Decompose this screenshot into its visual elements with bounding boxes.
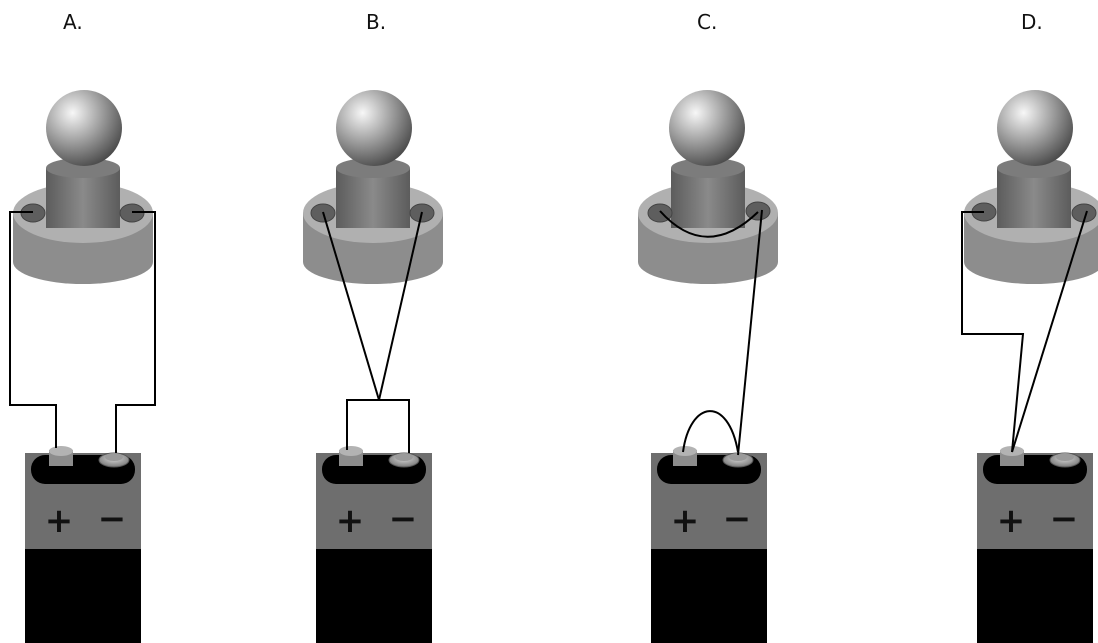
option-b: + − — [303, 90, 443, 643]
plus-sign: + — [997, 501, 1026, 541]
wire-d-right — [1011, 210, 1088, 453]
positive-terminal-cap — [673, 446, 697, 456]
option-c: + − — [638, 90, 778, 643]
positive-terminal-cap — [339, 446, 363, 456]
bulb-terminal-right — [745, 201, 771, 221]
wire-c-drop — [737, 209, 763, 456]
battery-body — [977, 549, 1093, 643]
bulb-neck-top — [671, 158, 745, 178]
option-a: + − — [9, 90, 156, 643]
wire-a-left — [9, 211, 57, 448]
bulb-globe — [997, 90, 1073, 166]
wire-b-left — [322, 211, 380, 401]
option-a-label: A. — [63, 10, 83, 34]
plus-sign: + — [671, 501, 700, 541]
option-b-label: B. — [366, 10, 387, 34]
bulb-globe — [46, 90, 122, 166]
battery-b: + − — [316, 446, 432, 643]
bulb-neck-top — [46, 158, 120, 178]
option-d-label: D. — [1021, 10, 1043, 34]
plus-sign: + — [336, 501, 365, 541]
battery-body — [316, 549, 432, 643]
wire-d-left — [961, 211, 1025, 453]
bulb-neck-top — [997, 158, 1071, 178]
plus-sign: + — [45, 501, 74, 541]
bulb-globe — [336, 90, 412, 166]
bulb-globe — [669, 90, 745, 166]
minus-sign: − — [723, 499, 752, 539]
battery-a: + − — [25, 446, 141, 643]
positive-terminal-cap — [49, 446, 73, 456]
minus-sign: − — [98, 499, 127, 539]
bulb-assembly-d — [964, 90, 1098, 284]
wire-b-right — [378, 211, 423, 401]
wire-a-right — [115, 211, 156, 453]
battery-body — [25, 549, 141, 643]
wire-c-battery-loop — [682, 410, 739, 453]
negative-terminal-cap — [729, 453, 747, 461]
minus-sign: − — [1050, 499, 1079, 539]
wire-b-bridge — [346, 399, 410, 453]
option-d: + − — [961, 90, 1098, 643]
bulb-assembly-c — [638, 90, 778, 284]
bulb-neck-top — [336, 158, 410, 178]
bulb-assembly-b — [303, 90, 443, 284]
wire-c-bulb-short — [659, 210, 759, 238]
battery-d: + − — [977, 446, 1093, 643]
negative-terminal-cap — [105, 453, 123, 461]
battery-c: + − — [651, 446, 767, 643]
bulb-assembly-a — [13, 90, 153, 284]
negative-terminal-cap — [395, 453, 413, 461]
minus-sign: − — [389, 499, 418, 539]
option-c-label: C. — [697, 10, 718, 34]
battery-body — [651, 549, 767, 643]
negative-terminal-cap — [1056, 453, 1074, 461]
